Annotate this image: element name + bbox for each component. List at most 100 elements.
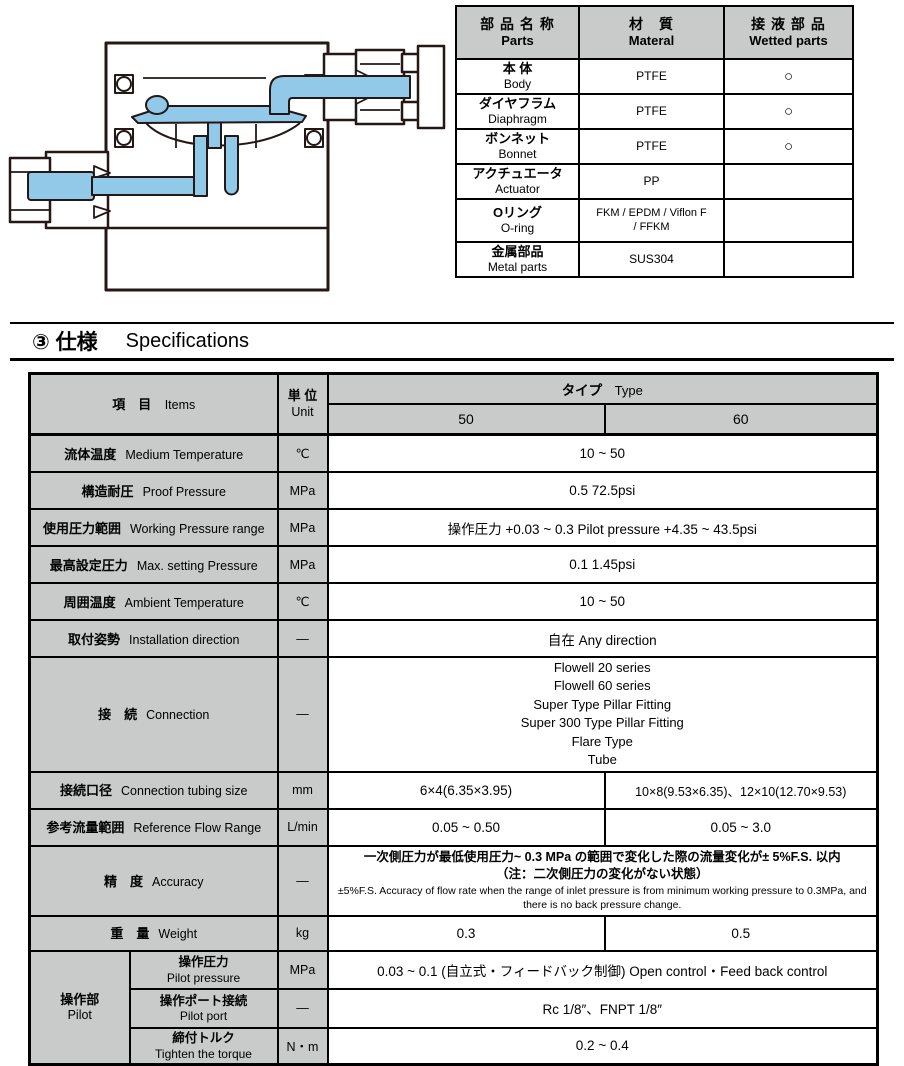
row-unit: MPa: [276, 545, 329, 584]
connection-option: Super 300 Type Pillar Fitting: [520, 715, 684, 731]
row-value: 0.5 72.5psi: [326, 471, 879, 510]
accuracy-jp-line1: 一次側圧力が最低使用圧力~ 0.3 MPa の範囲で変化した際の流量変化が± 5…: [363, 850, 841, 865]
row-label-jp: 構造耐圧: [81, 483, 134, 499]
row-label-jp: 流体温度: [64, 446, 117, 462]
part-material-line1: FKM / EPDM / Viflon F: [596, 206, 707, 219]
row-value: 10 ~ 50: [326, 433, 879, 473]
row-label-jp: 接続口径: [60, 783, 113, 799]
row-label-jp: 最高設定圧力: [49, 557, 128, 573]
wetted-mark: [723, 241, 854, 278]
connection-option: Flowell 60 series: [553, 678, 651, 694]
row-value: 10 ~ 50: [326, 582, 879, 621]
material-header-jp: 材 質: [629, 15, 674, 32]
part-material: PTFE: [578, 58, 725, 95]
part-name-jp: ダイヤフラム: [478, 96, 557, 112]
type-header-en: Type: [614, 382, 643, 398]
parts-table-header-row: 部 品 名 称 Parts 材 質 Materal 接 液 部 品 Wetted…: [455, 5, 854, 60]
row-label-jp: 使用圧力範囲: [42, 520, 121, 536]
pilot-label-jp: 操作部: [60, 991, 100, 1007]
part-material: PTFE: [578, 128, 725, 165]
row-unit: MPa: [276, 949, 329, 990]
sub-label-jp: 操作ポート接続: [159, 993, 248, 1008]
pilot-label-en: Pilot: [67, 1008, 92, 1023]
connection-option: Super Type Pillar Fitting: [533, 696, 672, 712]
items-header-jp: 項 目: [112, 397, 152, 412]
unit-header-en: Unit: [291, 404, 314, 419]
section-title-en: Specifications: [125, 329, 250, 352]
connection-option: Flare Type: [571, 733, 633, 749]
row-label-en: Accuracy: [152, 874, 204, 889]
wetted-mark: ○: [723, 128, 854, 165]
part-material: PTFE: [578, 93, 725, 130]
row-value-type50: 0.3: [326, 914, 606, 952]
spec-row-working-pressure-range: 使用圧力範囲 Working Pressure range MPa 操作圧力 +0…: [28, 508, 879, 547]
wetted-mark: [723, 163, 854, 200]
material-header-en: Materal: [628, 33, 675, 49]
row-unit: kg: [276, 914, 329, 952]
row-value: 0.1 1.45psi: [326, 545, 879, 584]
row-unit: ℃: [276, 433, 329, 473]
row-unit: —: [276, 619, 329, 658]
row-label-jp: 接 続: [98, 707, 138, 723]
row-unit: ℃: [276, 582, 329, 621]
row-unit: mm: [276, 770, 329, 810]
row-value: 操作圧力 +0.03 ~ 0.3 Pilot pressure +4.35 ~ …: [326, 508, 879, 547]
connection-option: Tube: [587, 752, 617, 768]
material-header-cell: 材 質 Materal: [578, 5, 725, 60]
spec-header-row-1: 項 目 Items 単 位 Unit タイプ Type: [28, 372, 879, 436]
part-name-jp: 本 体: [502, 61, 533, 77]
row-unit: —: [276, 844, 329, 917]
row-label-en: Connection tubing size: [121, 784, 248, 799]
wetted-mark: [723, 198, 854, 243]
accuracy-jp-line2: （注：二次側圧力の変化がない状態）: [496, 867, 709, 882]
spec-row-proof-pressure: 構造耐圧 Proof Pressure MPa 0.5 72.5psi: [28, 471, 879, 510]
type-header-jp: タイプ: [561, 382, 603, 398]
row-label-en: Proof Pressure: [142, 484, 226, 499]
part-name-en: Bonnet: [498, 147, 537, 162]
spec-header-row-2: 50 60: [30, 403, 879, 436]
row-unit: L/min: [276, 807, 329, 847]
row-value-type50: 0.05 ~ 0.50: [326, 807, 606, 847]
wetted-header-jp: 接 液 部 品: [751, 15, 826, 32]
parts-material-table: 部 品 名 称 Parts 材 質 Materal 接 液 部 品 Wetted…: [455, 5, 854, 278]
row-value: Rc 1/8″、FNPT 1/8″: [326, 987, 879, 1029]
row-value-type60: 0.05 ~ 3.0: [603, 807, 879, 847]
row-label-jp: 重 量: [110, 926, 150, 942]
part-name-jp: Oリング: [492, 205, 543, 221]
fluid-channels: [27, 75, 411, 201]
row-unit: —: [276, 987, 329, 1029]
unit-header-jp: 単 位: [287, 388, 318, 404]
parts-header-jp: 部 品 名 称: [480, 15, 555, 32]
connection-option: Flowell 20 series: [553, 660, 651, 675]
row-unit: MPa: [276, 508, 329, 547]
part-name-en: Diaphragm: [488, 112, 547, 127]
row-label-jp: 参考流量範囲: [46, 820, 125, 836]
row-value: 自在 Any direction: [326, 619, 879, 658]
row-label-en: Working Pressure range: [129, 521, 265, 536]
wetted-mark: ○: [723, 93, 854, 130]
valve-cross-section-diagram: [8, 41, 446, 292]
row-label-jp: 周囲温度: [63, 594, 116, 610]
section-title: ③ 仕様 Specifications: [10, 322, 894, 361]
part-name-en: Actuator: [495, 182, 540, 197]
row-value-type60: 0.5: [603, 914, 879, 952]
part-name-jp: ボンネット: [485, 131, 550, 147]
row-unit: MPa: [276, 471, 329, 510]
row-unit: —: [276, 656, 329, 773]
type-60-header: 60: [603, 403, 879, 436]
part-name-jp: アクチュエータ: [472, 166, 563, 182]
parts-header-en: Parts: [501, 33, 534, 49]
wetted-header-en: Wetted parts: [749, 33, 828, 49]
